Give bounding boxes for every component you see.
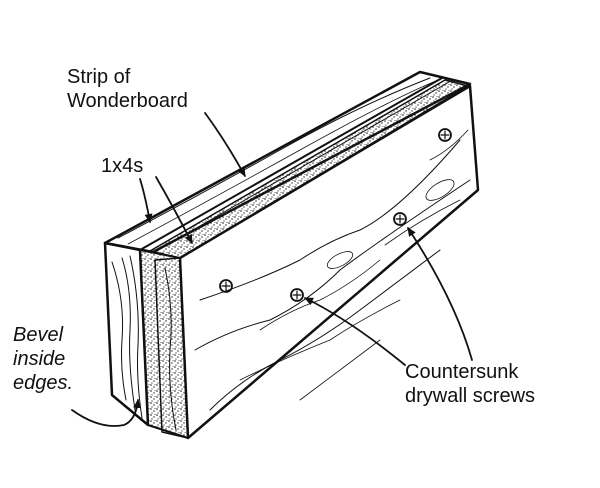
strip-label-line2: Wonderboard — [67, 90, 188, 112]
bevel-label-line3: edges. — [13, 372, 74, 394]
one-by-four-leader-arrow-right — [155, 176, 193, 244]
one-by-four-label: 1x4s — [101, 155, 144, 177]
strip-leader-arrow — [204, 112, 246, 177]
drywall-screw — [219, 279, 233, 293]
bevel-label-line1: Bevel — [13, 324, 64, 346]
drywall-screw — [438, 128, 452, 142]
bevel-label-line2: inside — [13, 348, 66, 370]
screws-label-line1: Countersunk — [405, 361, 519, 383]
drywall-screw — [393, 212, 407, 226]
screws-leader-arrow-right — [407, 227, 473, 361]
strip-of-wonderboard-label: Strip of Wonderboard — [67, 65, 188, 113]
screws-label-line2: drywall screws — [405, 385, 536, 407]
bevel-leader-arrow — [71, 399, 142, 427]
countersunk-drywall-screws-label: Countersunk drywall screws — [405, 360, 535, 408]
strip-label-line1: Strip of — [67, 66, 131, 88]
one-by-four-leader-arrow-left — [139, 178, 153, 223]
wonderboard-strip — [149, 79, 469, 259]
right-board-end-grain — [154, 257, 189, 439]
screws-leader-arrow-left — [304, 297, 406, 366]
bevel-inside-edges-label: Bevel inside edges. — [13, 323, 73, 395]
drywall-screw — [290, 288, 304, 302]
